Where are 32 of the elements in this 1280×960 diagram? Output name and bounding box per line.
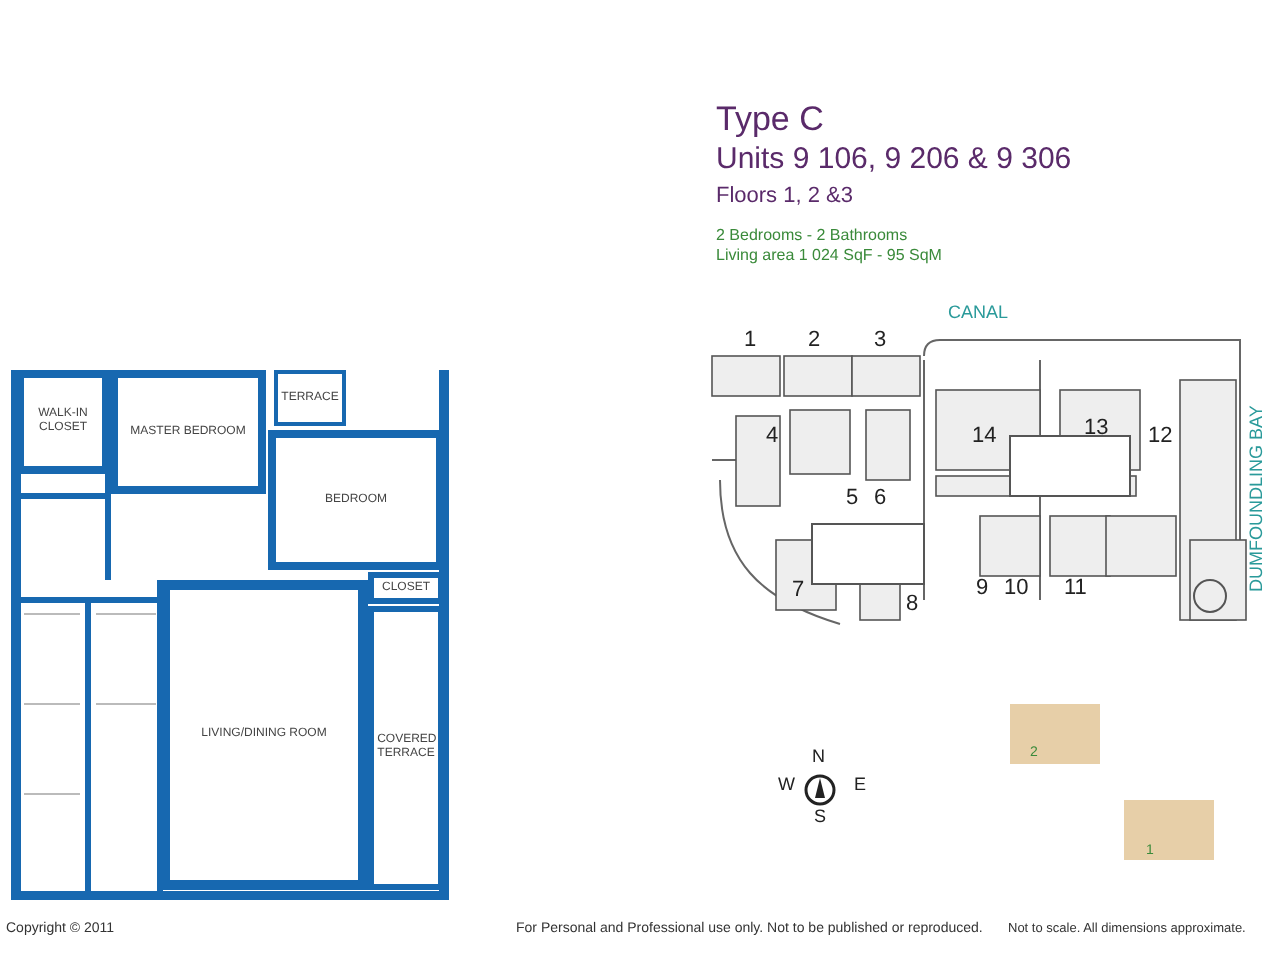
text-label: 3 bbox=[874, 328, 887, 353]
room-outline bbox=[368, 606, 444, 890]
room-outline bbox=[160, 580, 368, 890]
text-label: E bbox=[854, 776, 867, 796]
text-label: Floors 1, 2 &3 bbox=[716, 184, 853, 209]
room-outline bbox=[16, 370, 110, 474]
room-outline bbox=[368, 572, 444, 604]
text-label: N bbox=[812, 748, 825, 768]
text-label: 1 bbox=[744, 328, 757, 353]
text-label: 7 bbox=[792, 578, 805, 603]
text-label: S bbox=[814, 808, 827, 828]
text-label: 2 bbox=[808, 328, 821, 353]
text-label: 6 bbox=[874, 486, 887, 511]
text-label: DUMFOUNDLING BAY bbox=[1248, 405, 1268, 592]
text-label: 4 bbox=[766, 424, 779, 449]
text-label: 13 bbox=[1084, 416, 1109, 441]
text-label: 14 bbox=[972, 424, 997, 449]
text-label: 12 bbox=[1148, 424, 1173, 449]
text-label: Living area 1 024 SqF - 95 SqM bbox=[716, 248, 942, 266]
room-outline bbox=[268, 430, 444, 570]
room-outline bbox=[110, 370, 266, 494]
text-label: 9 bbox=[976, 576, 989, 601]
text-label: 11 bbox=[1064, 576, 1087, 601]
text-label: Units 9 106, 9 206 & 9 306 bbox=[716, 144, 1072, 177]
text-label: CANAL bbox=[948, 304, 1009, 324]
text-label: 8 bbox=[906, 592, 919, 617]
text-label: 5 bbox=[846, 486, 859, 511]
unit-type-title: Type C bbox=[716, 100, 824, 140]
room-outline bbox=[274, 370, 346, 426]
text-label: 2 Bedrooms - 2 Bathrooms bbox=[716, 228, 908, 246]
text-label: W bbox=[778, 776, 795, 796]
text-label: 10 bbox=[1004, 576, 1029, 601]
